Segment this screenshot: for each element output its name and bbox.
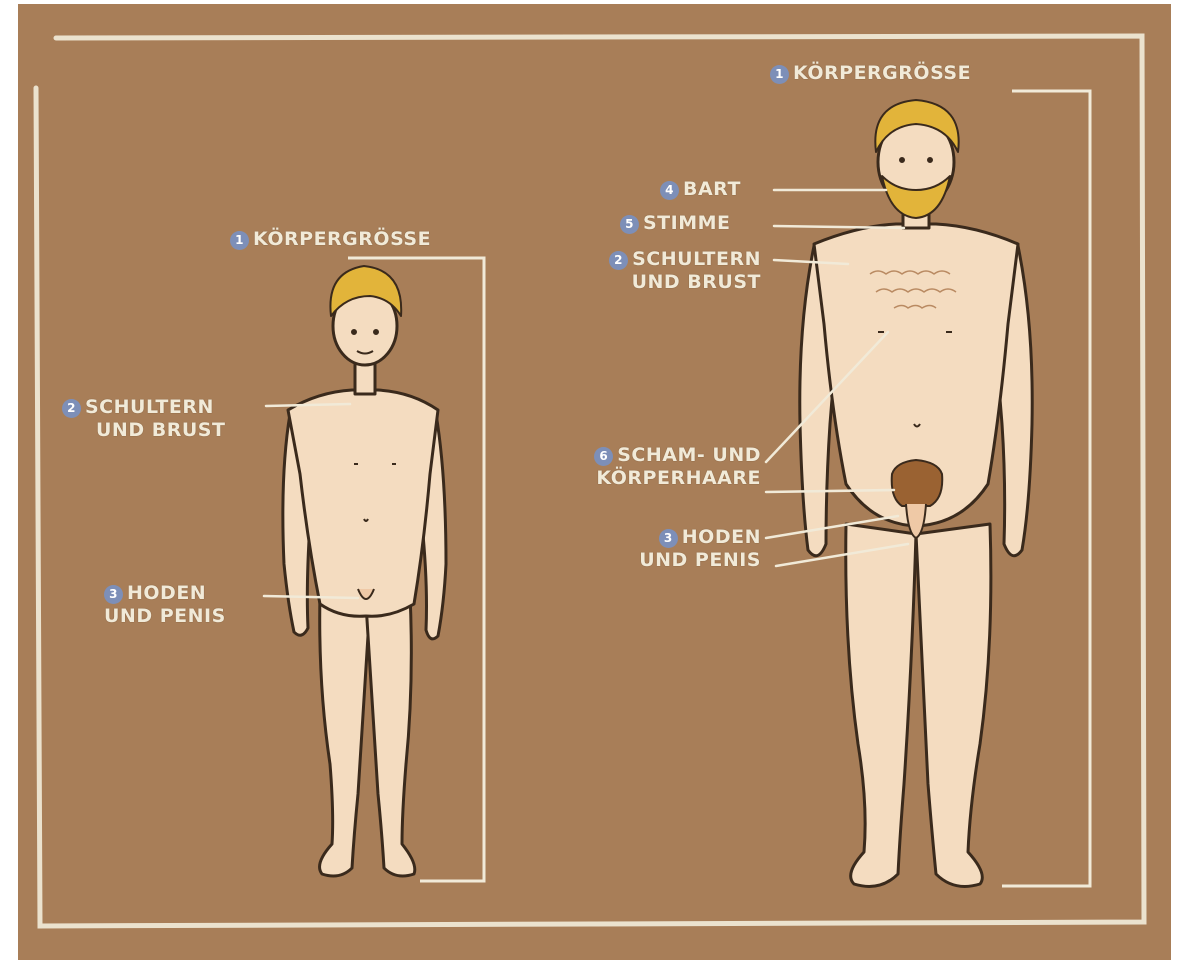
child-height-text: KÖRPERGRÖSSE (253, 228, 431, 250)
adult-beard-text: BART (683, 178, 741, 200)
adult-left-leg (846, 524, 916, 886)
child-height-badge: 1 (230, 231, 249, 250)
child-testes-line2: UND PENIS (104, 605, 226, 627)
adult-beard-badge: 4 (660, 181, 679, 200)
child-shoulders-line1: SCHULTERN (85, 396, 214, 418)
adult-height-badge: 1 (770, 65, 789, 84)
adult-shoulders-line1: SCHULTERN (632, 248, 761, 270)
adult-testes-line2: UND PENIS (639, 549, 761, 571)
adult-hair-line2: KÖRPERHAARE (596, 467, 761, 489)
adult-pubic-hair (892, 460, 943, 506)
adult-hair-line1: SCHAM- UND (617, 444, 761, 466)
child-torso (288, 390, 438, 616)
child-shoulders-line2: UND BRUST (62, 419, 225, 441)
adult-figure (800, 100, 1032, 886)
child-testes-line1: HODEN (127, 582, 206, 604)
child-left-leg (320, 594, 370, 876)
adult-shoulders-line2: UND BRUST (632, 271, 761, 293)
child-right-leg (366, 594, 415, 876)
child-figure (283, 266, 446, 876)
adult-testes-badge: 3 (659, 529, 678, 548)
adult-hair-badge: 6 (594, 447, 613, 466)
adult-height-text: KÖRPERGRÖSSE (793, 62, 971, 84)
adult-voice-text: STIMME (643, 212, 731, 234)
child-testes-badge: 3 (104, 585, 123, 604)
adult-testes-line1: HODEN (682, 526, 761, 548)
adult-voice-badge: 5 (620, 215, 639, 234)
child-shoulders-badge: 2 (62, 399, 81, 418)
adult-shoulders-badge: 2 (609, 251, 628, 270)
adult-right-leg (916, 524, 991, 886)
